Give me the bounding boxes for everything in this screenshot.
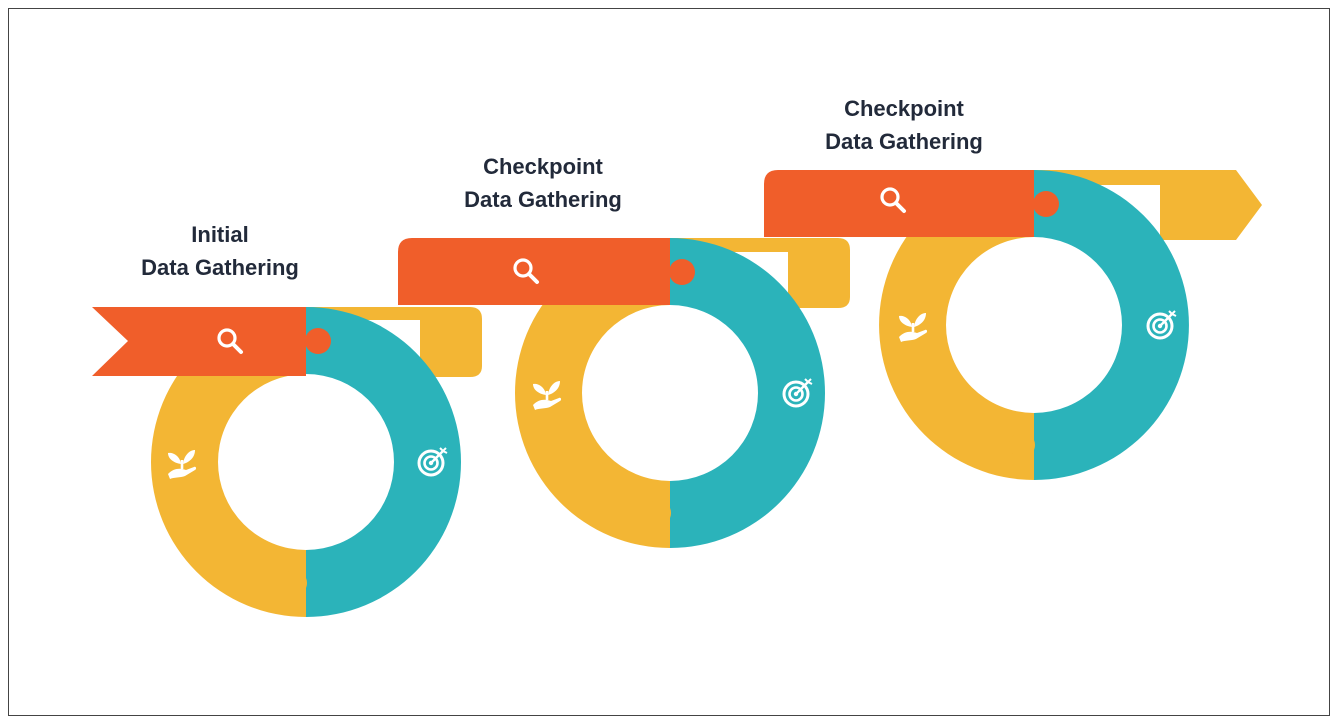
step-2-ring-left (515, 238, 670, 548)
step-1-yellow-tail (306, 307, 482, 377)
step-1-label-line1: Initial (191, 222, 249, 247)
step-3-ring-right (1034, 170, 1189, 480)
step-1-orange-ribbon (92, 307, 306, 376)
step-2-ring-right (670, 238, 825, 548)
step-2-yellow-tail (670, 238, 850, 308)
step-3-puzzle-knob-bottom (1009, 432, 1035, 458)
step-2-graphic (398, 238, 850, 548)
step-2-label: Checkpoint Data Gathering (443, 150, 643, 216)
step-3-label: Checkpoint Data Gathering (804, 92, 1004, 158)
step-2-puzzle-knob-top (669, 259, 695, 285)
step-3-ring-left (879, 170, 1034, 480)
step-3-label-line2: Data Gathering (825, 129, 983, 154)
step-1-label: Initial Data Gathering (122, 218, 318, 284)
step-3-label-line1: Checkpoint (844, 96, 964, 121)
step-1-ring-left (151, 307, 306, 617)
step-3-graphic (764, 170, 1262, 480)
step-1-ring-right (306, 307, 461, 617)
step-2-label-line1: Checkpoint (483, 154, 603, 179)
step-1-puzzle-knob-top (305, 328, 331, 354)
step-2-orange-ribbon (398, 238, 670, 305)
step-2-label-line2: Data Gathering (464, 187, 622, 212)
step-3-yellow-arrow (1034, 170, 1262, 240)
step-1-graphic (92, 307, 482, 617)
step-3-puzzle-knob-top (1033, 191, 1059, 217)
step-1-label-line2: Data Gathering (141, 255, 299, 280)
step-1-puzzle-knob-bottom (281, 570, 307, 596)
step-2-puzzle-knob-bottom (645, 500, 671, 526)
